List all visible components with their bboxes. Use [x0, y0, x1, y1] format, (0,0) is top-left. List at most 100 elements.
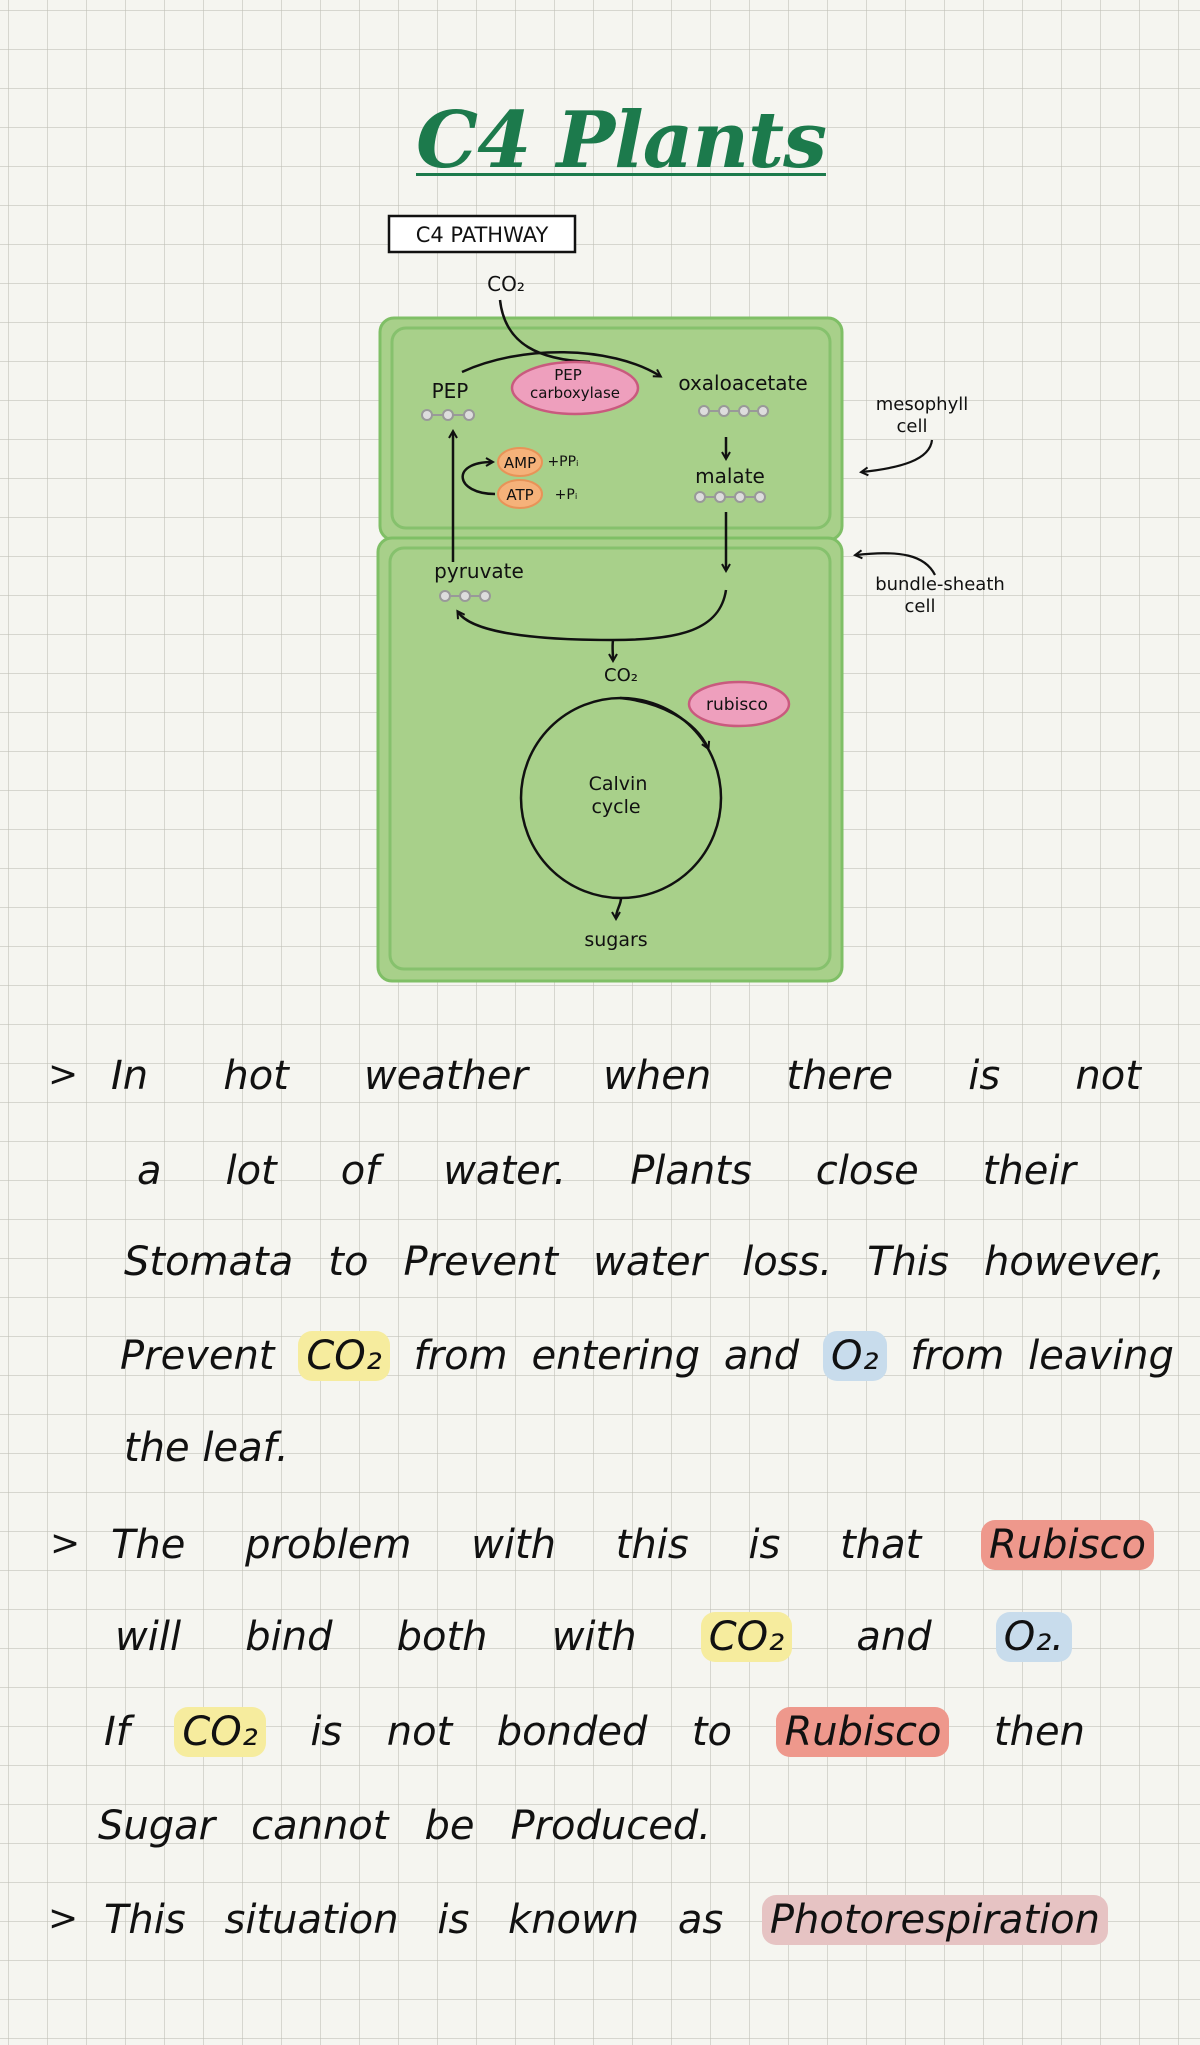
calvin-cycle-label-2: cycle: [591, 796, 640, 818]
note-word: the leaf.: [124, 1425, 289, 1471]
note-word: leaving: [1028, 1333, 1174, 1379]
note-word: Prevent: [120, 1333, 275, 1379]
atp-to-amp-arrow: [461, 462, 495, 496]
note-word: is: [748, 1522, 781, 1568]
calvin-cycle-label: Calvin: [589, 773, 648, 795]
note-word: is: [310, 1709, 343, 1755]
note-word: and: [856, 1614, 932, 1660]
note-word: loss.: [742, 1239, 833, 1285]
ppi-label: +PPᵢ: [547, 454, 578, 470]
note-word: as: [677, 1897, 724, 1943]
note-line: will bind both with CO₂ and O₂.: [115, 1607, 1072, 1667]
atp-badge: ATP: [497, 479, 543, 509]
co2-input-label: CO₂: [487, 272, 525, 296]
svg-text:PEP: PEP: [554, 366, 582, 384]
note-word: situation: [224, 1897, 399, 1943]
bundle-sheath-label-2: cell: [905, 596, 936, 617]
highlighted-term: Rubisco: [980, 1520, 1154, 1570]
pep-to-oxaloacetate-arrow: [461, 350, 660, 376]
note-word: bind: [245, 1614, 333, 1660]
svg-text:rubisco: rubisco: [706, 695, 768, 715]
pep-carboxylase-enzyme: PEP carboxylase: [510, 360, 640, 416]
note-word: when: [603, 1053, 712, 1099]
note-word: known: [508, 1897, 640, 1943]
page-title: C4 Plants: [416, 95, 827, 186]
note-word: to: [691, 1709, 732, 1755]
note-word: Stomata: [124, 1239, 294, 1285]
oxaloacetate-label: oxaloacetate: [678, 371, 807, 395]
highlighted-term: O₂.: [995, 1612, 1072, 1662]
note-word: is: [968, 1053, 1001, 1099]
svg-text:ATP: ATP: [506, 486, 533, 504]
note-word: close: [815, 1148, 919, 1194]
pi-label: +Pᵢ: [555, 487, 578, 503]
bullet-marker: >: [48, 1054, 79, 1095]
mesophyll-label: mesophyll: [876, 394, 969, 415]
note-word: water: [593, 1239, 708, 1285]
highlighted-term: CO₂: [174, 1707, 266, 1757]
note-word: problem: [245, 1522, 412, 1568]
note-word: with: [471, 1522, 557, 1568]
mesophyll-cell: [378, 316, 844, 542]
note-word: In: [111, 1053, 149, 1099]
bundle-sheath-pointer-arrow: [856, 553, 936, 576]
note-word: lot: [225, 1148, 277, 1194]
note-word: that: [840, 1522, 922, 1568]
svg-text:C4 PATHWAY: C4 PATHWAY: [416, 223, 549, 247]
sugars-arrow: [616, 897, 623, 918]
note-word: entering: [531, 1333, 701, 1379]
bullet-marker: >: [48, 1898, 79, 1939]
note-word: however,: [984, 1239, 1165, 1285]
note-word: will: [115, 1614, 182, 1660]
co2-bundle-label: CO₂: [604, 665, 638, 686]
note-word: of: [340, 1148, 380, 1194]
note-word: a: [137, 1148, 162, 1194]
highlighted-term: CO₂: [700, 1612, 793, 1662]
note-word: then: [993, 1709, 1085, 1755]
note-word: and: [723, 1333, 800, 1379]
note-word: with: [551, 1614, 637, 1660]
pathway-heading: C4 PATHWAY: [387, 214, 577, 254]
note-word: bonded: [496, 1709, 648, 1755]
bundle-sheath-cell: [376, 536, 844, 983]
highlighted-term: CO₂: [298, 1331, 390, 1381]
amp-badge: AMP: [497, 447, 543, 477]
c4-pathway-diagram: C4 PATHWAY CO₂ PEP PEP carboxylase oxalo…: [376, 214, 1005, 983]
pyruvate-label: pyruvate: [434, 559, 524, 583]
note-line: the leaf.: [124, 1418, 289, 1478]
note-word: If: [104, 1709, 130, 1755]
note-word: hot: [223, 1053, 289, 1099]
note-word: Produced.: [510, 1803, 711, 1849]
pyruvate-carbon-chain-icon: [439, 590, 491, 602]
note-word: The: [111, 1522, 186, 1568]
bundle-sheath-label: bundle-sheath: [875, 574, 1005, 595]
note-word: not: [1075, 1053, 1141, 1099]
svg-text:carboxylase: carboxylase: [530, 384, 620, 402]
note-word: cannot: [251, 1803, 389, 1849]
note-word: their: [982, 1148, 1076, 1194]
note-word: not: [386, 1709, 453, 1755]
mesophyll-pointer-arrow: [862, 439, 934, 472]
note-word: weather: [364, 1053, 528, 1099]
note-word: Sugar: [98, 1803, 216, 1849]
note-line: Stomata to Prevent water loss. This however,: [124, 1232, 1165, 1292]
bullet-marker: >: [50, 1523, 81, 1564]
note-word: to: [328, 1239, 369, 1285]
highlighted-term: Rubisco: [776, 1707, 950, 1757]
note-word: both: [396, 1614, 488, 1660]
note-word: water.: [443, 1148, 567, 1194]
calvin-cycle-arrow: [619, 696, 708, 748]
note-word: is: [437, 1897, 470, 1943]
note-word: from: [910, 1333, 1005, 1379]
pep-label: PEP: [432, 379, 469, 403]
rubisco-enzyme: rubisco: [687, 680, 791, 728]
note-word: Prevent: [403, 1239, 559, 1285]
oxaloacetate-carbon-chain-icon: [698, 405, 769, 417]
highlighted-term: O₂: [822, 1331, 887, 1381]
note-word: This: [867, 1239, 949, 1285]
